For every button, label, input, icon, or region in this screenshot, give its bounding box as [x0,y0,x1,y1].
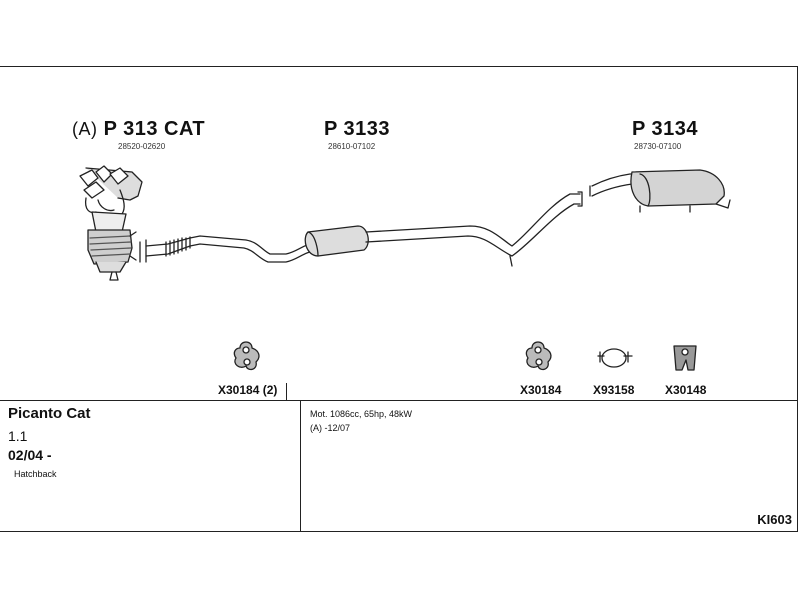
diagram-frame [0,66,798,532]
info-divider [0,400,798,401]
part-code-middle-silencer: P 3133 [324,118,391,140]
front-pipe-drawing [139,235,311,263]
diagram-code: KI603 [757,512,792,527]
rubber-mounting-icon [233,341,260,371]
pipe-clamp-icon [597,348,633,368]
part-code-rear-silencer: P 3134 [632,118,699,140]
part-prefix: (A) [72,119,98,139]
catalytic-converter-drawing [79,165,143,281]
rear-silencer-drawing [589,169,731,213]
vehicle-model: Picanto Cat [8,405,91,422]
date-note: (A) -12/07 [310,423,351,433]
part-number-rear-silencer: 28730-07100 [634,142,682,151]
part-code-text: P 313 CAT [103,118,206,140]
accessory-label: X30148 [665,383,707,397]
rear-pipe-drawing [365,191,583,267]
rubber-hanger-icon [673,345,697,371]
part-code-catalytic-converter: (A) P 313 CAT [72,118,205,141]
vehicle-body-type: Hatchback [14,469,57,479]
part-number-middle-silencer: 28610-07102 [328,142,376,151]
part-number-catalytic-converter: 28520-02620 [118,142,166,151]
accessory-label: X30184 [520,383,562,397]
rubber-mounting-icon [525,341,552,371]
engine-spec: Mot. 1086cc, 65hp, 48kW [310,409,413,419]
accessory-label: X30184 (2) [218,383,278,397]
accessory-label: X93158 [593,383,635,397]
info-column-divider [300,400,301,531]
middle-silencer-drawing [304,225,369,257]
vehicle-engine: 1.1 [8,428,28,444]
vehicle-date: 02/04 - [8,447,52,463]
accessory-divider [286,383,287,400]
